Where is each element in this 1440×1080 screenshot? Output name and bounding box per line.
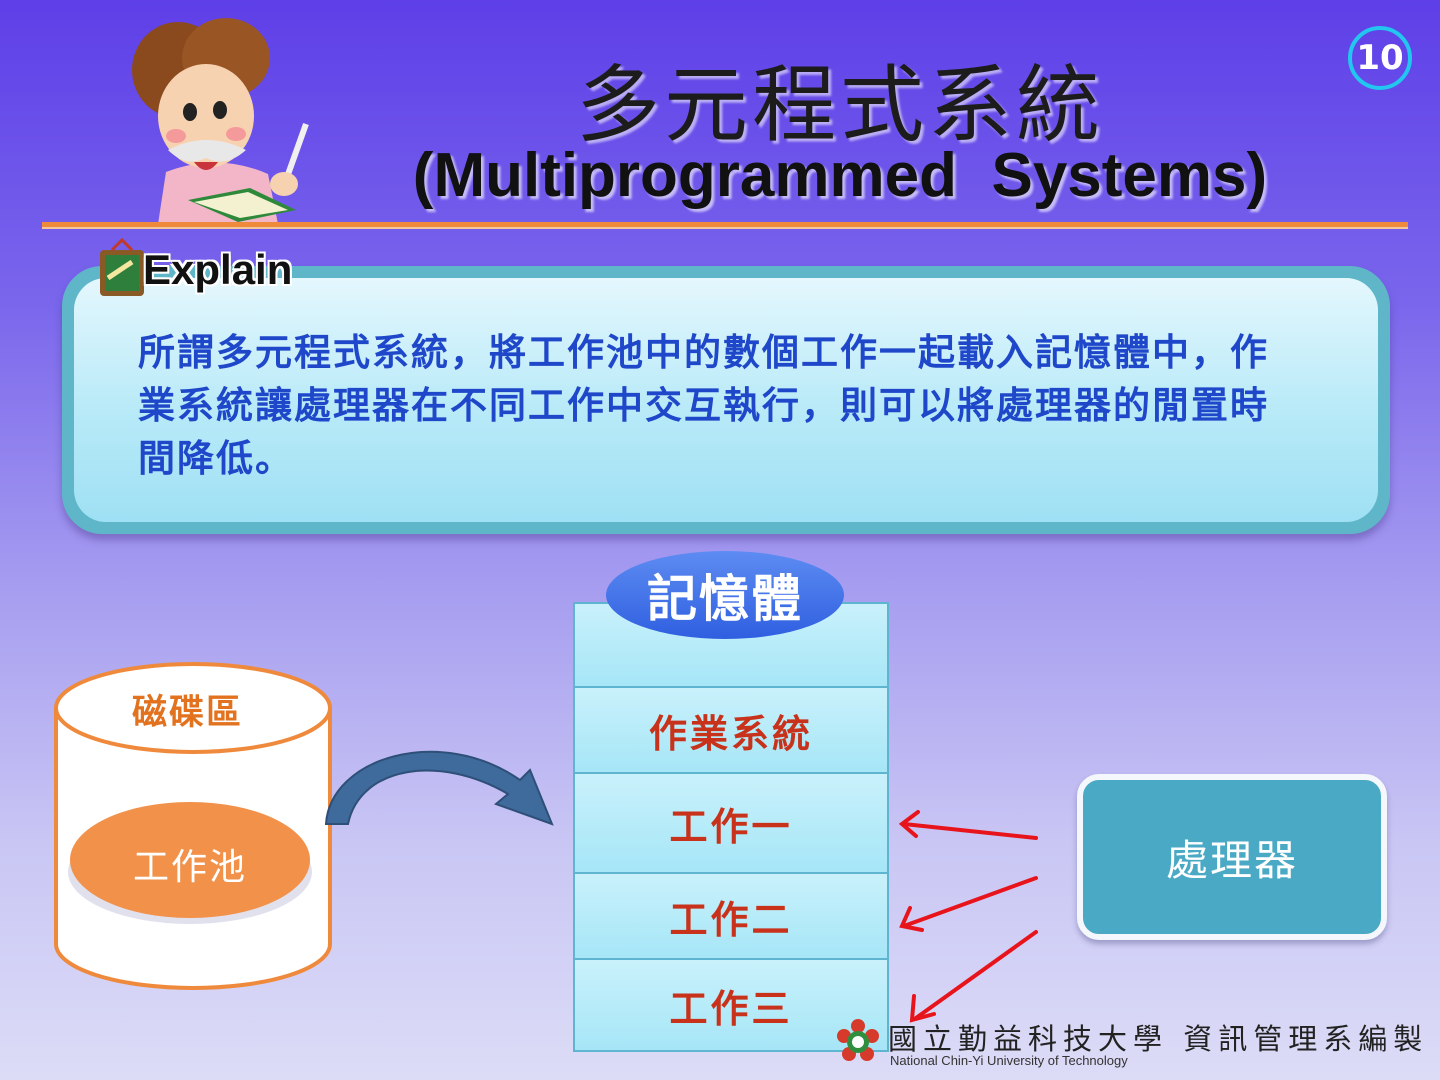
memory-slot-label: 工作一 [669, 804, 793, 849]
memory-slot-job-2: 工作二 [573, 872, 889, 960]
chalkboard-icon [100, 238, 144, 296]
processor-box: 處理器 [1077, 774, 1387, 940]
disk-area-label: 磁碟區 [131, 693, 243, 733]
processor-label: 處理器 [1165, 835, 1298, 885]
professor-illustration [132, 18, 309, 224]
processor-arrows [898, 810, 1038, 1023]
page-number: 10 [1356, 38, 1404, 78]
explain-panel-inner [74, 278, 1378, 522]
footer-school-name: 國立勤益科技大學 資訊管理系編製 [888, 1022, 1429, 1056]
explain-panel [62, 266, 1390, 534]
load-arrow-icon [324, 750, 554, 826]
arrow-to-job-2 [902, 876, 1038, 928]
arrow-to-job-1 [902, 822, 1038, 840]
memory-slot-job-1: 工作一 [573, 772, 889, 874]
arrow-to-job-3 [914, 930, 1038, 1020]
memory-slot-label: 作業系統 [648, 711, 813, 756]
memory-slot-os: 作業系統 [573, 686, 889, 774]
disk-cylinder-icon [54, 662, 332, 990]
memory-slot-label: 工作二 [669, 897, 793, 942]
memory-slot-label: 工作三 [669, 986, 793, 1031]
header-divider [42, 222, 1408, 227]
explain-label: Explain [143, 246, 293, 293]
page-title: 多元程式系統 [575, 56, 1104, 154]
page-subtitle: (Multiprogrammed Systems) [412, 141, 1268, 210]
arrow-head-job-1 [898, 810, 920, 838]
university-logo-icon [837, 1019, 879, 1061]
memory-slot-job-3: 工作三 [573, 958, 889, 1052]
memory-title: 記憶體 [606, 551, 844, 639]
job-pool-label: 工作池 [132, 847, 247, 888]
arrow-head-job-3 [909, 994, 936, 1023]
arrow-head-job-2 [899, 906, 924, 932]
explain-text: 所謂多元程式系統，將工作池中的數個工作一起載入記憶體中，作業系統讓處理器在不同工… [138, 331, 1269, 480]
footer-school-name-en: National Chin-Yi University of Technolog… [890, 1053, 1128, 1068]
page-number-badge: 10 [1348, 26, 1412, 90]
